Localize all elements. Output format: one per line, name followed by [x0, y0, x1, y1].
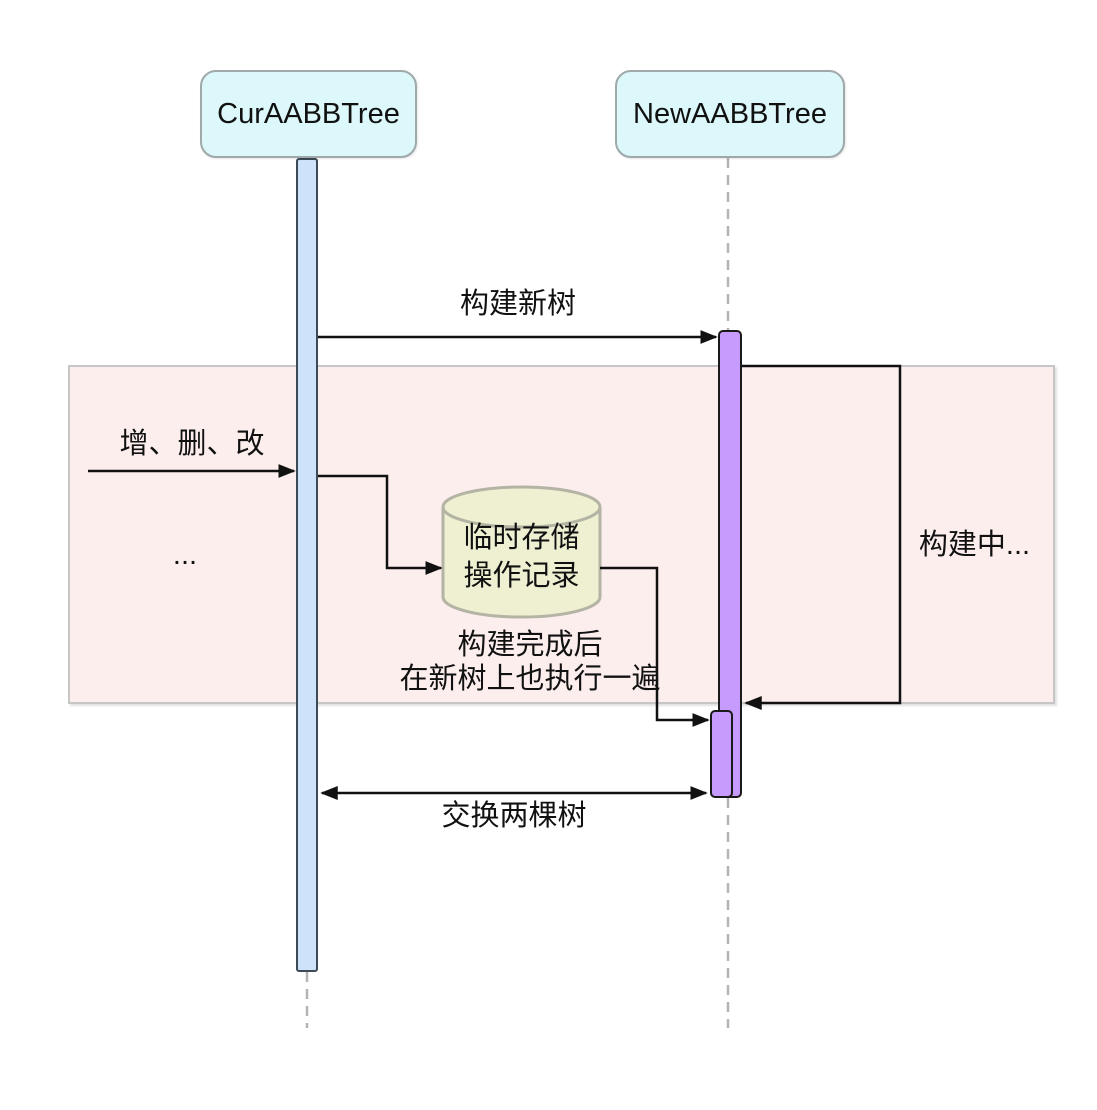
cur-tree-activation-bar	[296, 158, 318, 972]
message-label-crud: 增、删、改	[119, 428, 265, 460]
building-duration-bracket	[742, 364, 902, 710]
participant-newaabbtree-label: NewAABBTree	[633, 97, 827, 130]
participant-newaabbtree: NewAABBTree	[615, 70, 845, 158]
replay-caption-line1: 构建完成后	[457, 629, 603, 661]
replay-ops-elbow-arrow	[600, 566, 710, 727]
datastore-label-line2: 操作记录	[463, 560, 580, 592]
new-tree-replay-activation-bar	[710, 710, 733, 798]
participant-curaabbtree: CurAABBTree	[200, 70, 417, 158]
ellipsis-label: ...	[172, 539, 198, 571]
message-label-build-new-tree: 构建新树	[459, 288, 576, 320]
replay-caption-line2: 在新树上也执行一遍	[399, 663, 661, 695]
datastore-label-line1: 临时存储	[463, 522, 580, 554]
building-note-label: 构建中...	[918, 529, 1031, 561]
store-ops-elbow-arrow	[318, 474, 443, 575]
participant-curaabbtree-label: CurAABBTree	[217, 97, 400, 130]
message-label-swap-trees: 交换两棵树	[441, 800, 587, 832]
datastore-cylinder-icon	[441, 485, 602, 619]
